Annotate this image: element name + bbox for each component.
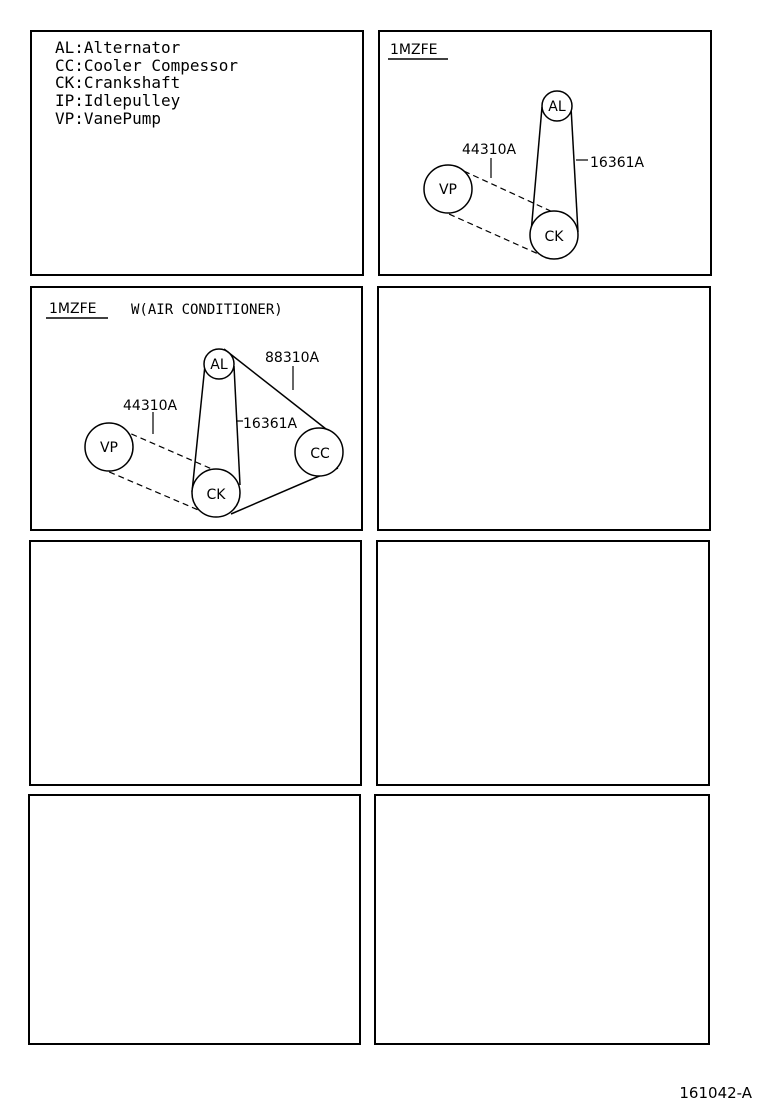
pulley-vp-label-2: VP <box>100 440 118 456</box>
belt-vp-ck-top <box>454 166 569 220</box>
pulley-al <box>541 90 573 122</box>
pulley-al-2 <box>203 348 235 380</box>
panel-empty-2 <box>29 540 362 786</box>
pulley-ck <box>529 210 579 260</box>
panel-empty-1 <box>377 286 711 531</box>
belt-al-ck-left-2 <box>191 364 206 493</box>
belt-al-cc <box>223 348 341 441</box>
part-44310a-2: 44310A <box>123 398 178 414</box>
belt-vp-ck-top-2 <box>112 425 229 477</box>
legend-al: AL:Alternator <box>55 38 181 57</box>
panel-empty-3 <box>376 540 710 786</box>
legend-ip: IP:Idlepulley <box>55 91 181 110</box>
pulley-ck-2 <box>191 468 241 518</box>
part-16361a: 16361A <box>590 155 645 171</box>
panel-empty-5 <box>374 794 710 1045</box>
diagram-1mzfe: 1MZFE AL VP CK 44310A 16361A <box>388 42 645 260</box>
legend-vp: VP:VanePump <box>55 109 161 128</box>
diagram2-subtitle: W(AIR CONDITIONER) <box>131 302 283 318</box>
belt-al-ck-right <box>570 106 579 233</box>
diagram1-title: 1MZFE <box>390 42 437 58</box>
belt-al-ck-right-2 <box>233 365 241 486</box>
panel-1mzfe-ac <box>30 286 363 531</box>
belt-vp-ck-bottom <box>439 209 546 258</box>
part-44310a: 44310A <box>462 142 517 158</box>
panel-empty-4 <box>28 794 361 1045</box>
part-16361a-2: 16361A <box>243 416 298 432</box>
diagram2-title: 1MZFE <box>49 301 96 317</box>
belt-al-ck-left <box>530 106 543 234</box>
pulley-cc-2 <box>294 427 344 477</box>
panel-1mzfe <box>378 30 712 276</box>
pulley-al-label: AL <box>548 99 566 115</box>
pulley-vp-label: VP <box>439 182 457 198</box>
pulley-cc-label-2: CC <box>310 446 330 462</box>
pulley-vp-2 <box>84 422 134 472</box>
diagram-1mzfe-ac: 1MZFE W(AIR CONDITIONER) AL VP CK CC 883… <box>46 301 344 518</box>
pulley-al-label-2: AL <box>210 357 228 373</box>
pulley-vp <box>423 164 473 214</box>
legend-ck: CK:Crankshaft <box>55 73 180 92</box>
pulley-ck-label-2: CK <box>207 487 227 503</box>
part-88310a: 88310A <box>265 350 320 366</box>
panel-legend <box>30 30 364 276</box>
figure-code: 161042-A <box>679 1084 752 1102</box>
legend: AL:Alternator CC:Cooler Compessor CK:Cra… <box>55 38 238 128</box>
panel-frames <box>28 30 712 1045</box>
legend-cc: CC:Cooler Compessor <box>55 56 238 75</box>
pulley-ck-label: CK <box>545 229 565 245</box>
